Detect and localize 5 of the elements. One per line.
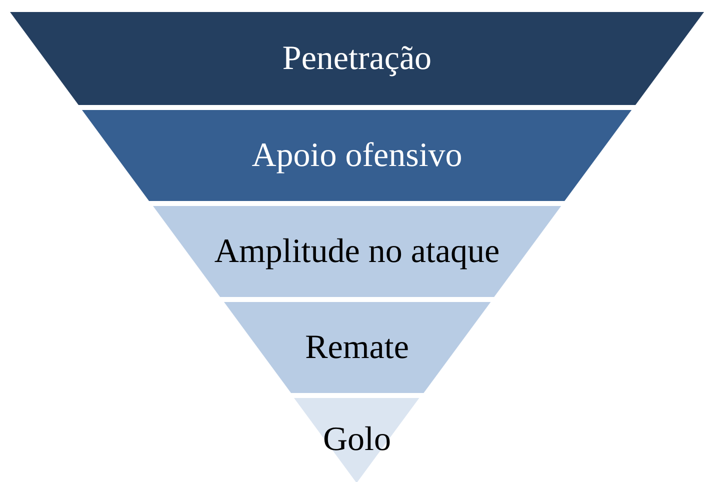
segment-label: Golo (322, 422, 391, 458)
segment-label: Apoio ofensivo (252, 138, 462, 174)
segment-label: Amplitude no ataque (214, 234, 500, 270)
segment-label: Penetração (282, 40, 432, 76)
segment-label: Remate (305, 330, 409, 366)
